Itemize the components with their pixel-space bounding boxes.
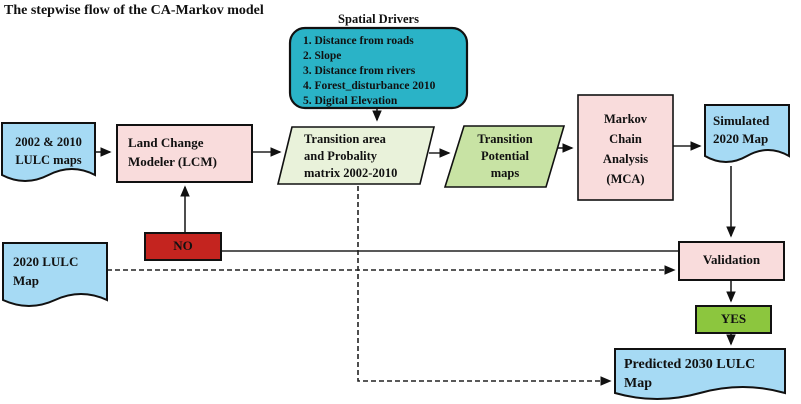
spatial-drivers-list: 1. Distance from roads 2. Slope 3. Dista… — [303, 34, 435, 109]
predicted-2030-label: Predicted 2030 LULC Map — [624, 357, 756, 391]
no-label: NO — [173, 238, 193, 253]
spatial-drivers-label: Spatial Drivers — [338, 12, 419, 26]
driver-item: 5. Digital Elevation — [303, 95, 398, 107]
mca-label: Markov Chain Analysis (MCA) — [602, 112, 649, 186]
predicted-2030-document — [614, 348, 786, 400]
driver-item: 1. Distance from roads — [303, 35, 414, 47]
lulc-2020-document — [1, 242, 108, 307]
transition-potential-parallelogram — [443, 125, 566, 188]
validation-label: Validation — [702, 252, 761, 267]
transition-matrix-label: Transition area and Probality matrix 200… — [304, 132, 398, 180]
no-box — [144, 232, 222, 261]
simulated-2020-label: Simulated 2020 Map — [713, 113, 770, 146]
lulc-2002-2010-label: 2002 & 2010 LULC maps — [15, 135, 82, 167]
driver-item: 3. Distance from rivers — [303, 65, 416, 77]
yes-box — [695, 305, 772, 334]
driver-item: 4. Forest_disturbance 2010 — [303, 80, 436, 92]
mca-box — [577, 94, 674, 201]
simulated-2020-document — [704, 104, 790, 163]
lulc-2020-label: 2020 LULC Map — [13, 254, 79, 288]
driver-item: 2. Slope — [303, 50, 342, 62]
connector-matrix-to-predicted-dashed — [357, 186, 612, 386]
yes-label: YES — [720, 311, 747, 326]
transition-matrix-parallelogram — [276, 126, 436, 185]
lulc-2002-2010-document — [1, 122, 96, 182]
transition-potential-label: Transition Potential maps — [477, 132, 533, 180]
page-title: The stepwise flow of the CA-Markov model — [4, 3, 264, 18]
lcm-box — [116, 124, 253, 183]
spatial-drivers-box — [288, 26, 469, 110]
lcm-label: Land Change Modeler (LCM) — [128, 135, 217, 169]
validation-box — [678, 241, 785, 281]
